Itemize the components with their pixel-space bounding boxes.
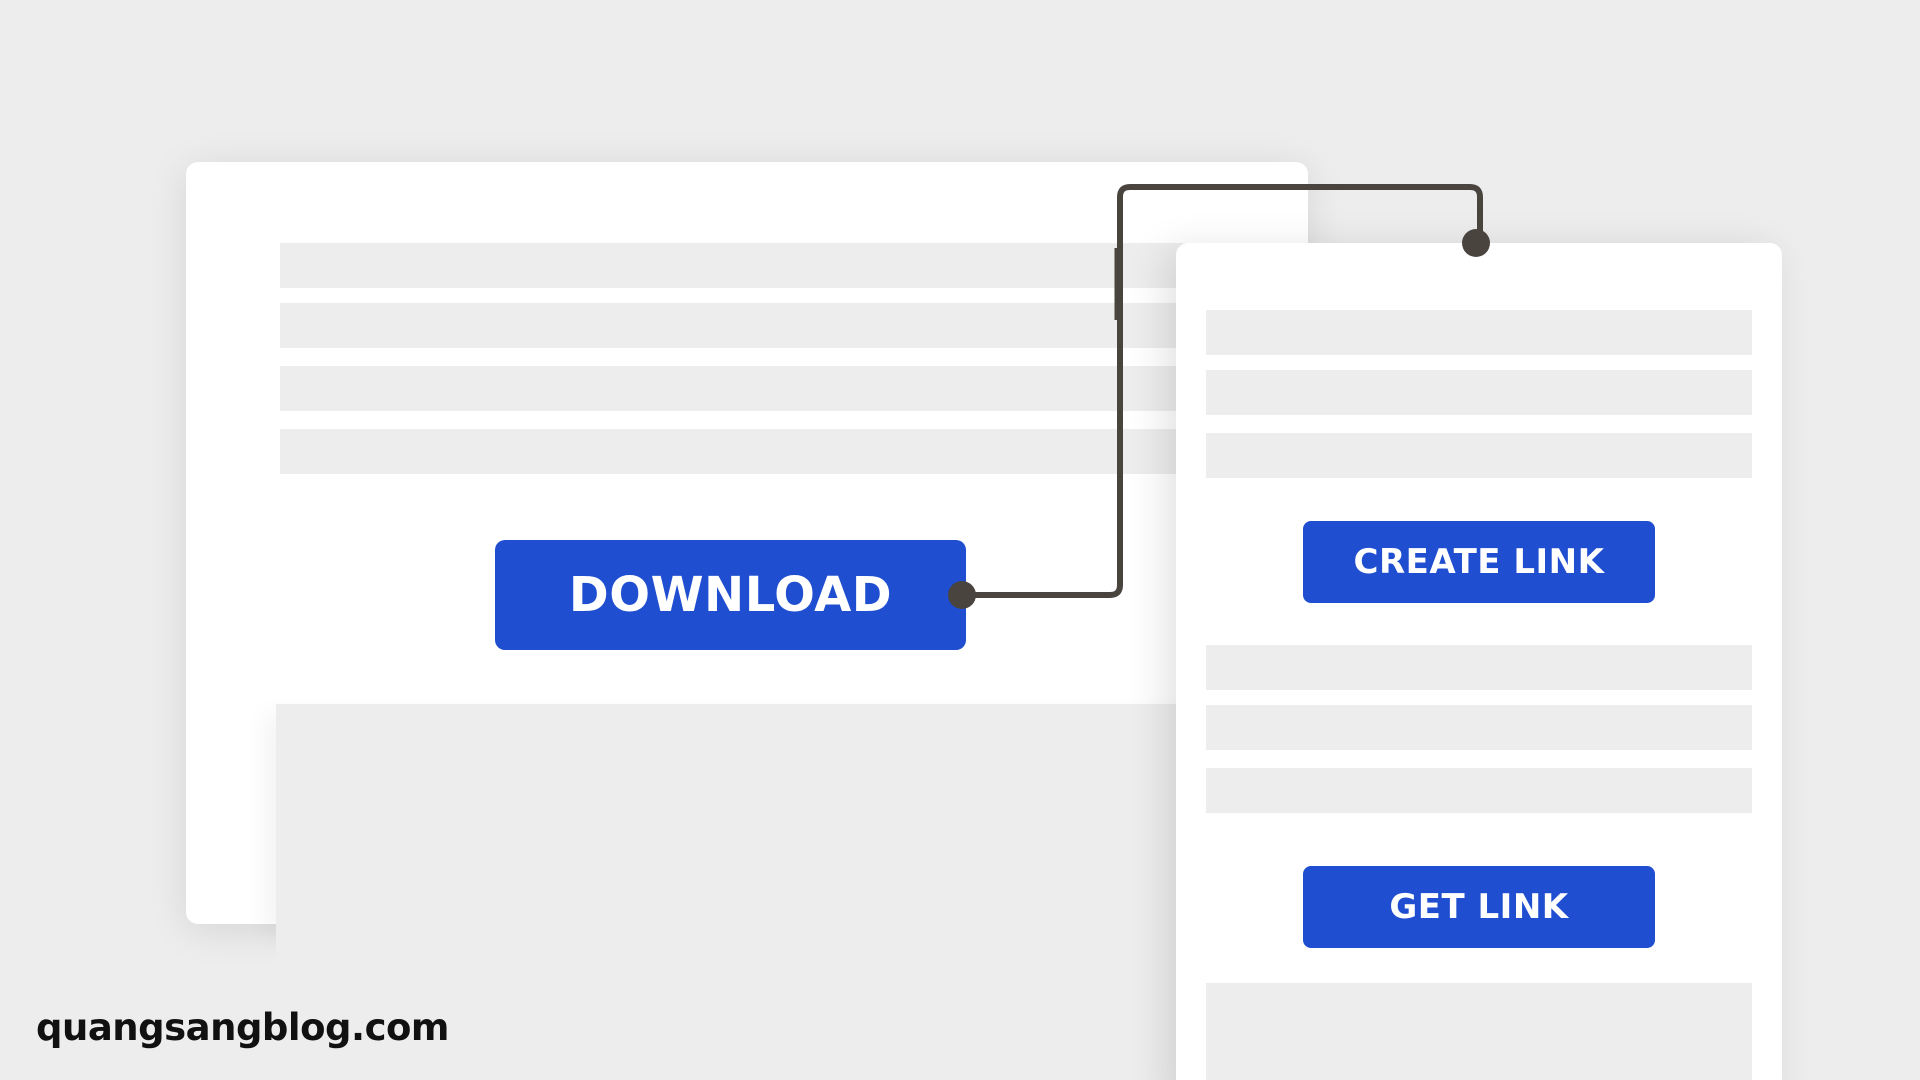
placeholder-line bbox=[1206, 310, 1752, 355]
get-link-button[interactable]: GET LINK bbox=[1303, 866, 1655, 948]
create-link-button[interactable]: CREATE LINK bbox=[1303, 521, 1655, 603]
placeholder-line bbox=[280, 303, 1308, 348]
placeholder-line bbox=[1206, 370, 1752, 415]
create-link-button-label: CREATE LINK bbox=[1353, 542, 1605, 582]
download-button-label: DOWNLOAD bbox=[568, 567, 893, 623]
content-placeholder-block bbox=[1206, 983, 1752, 1080]
get-link-button-label: GET LINK bbox=[1389, 887, 1569, 927]
download-button[interactable]: DOWNLOAD bbox=[495, 540, 966, 650]
placeholder-line bbox=[280, 366, 1308, 411]
brand-text: quangsangblog.com bbox=[36, 1006, 449, 1049]
placeholder-line bbox=[280, 429, 1308, 474]
content-placeholder-block bbox=[276, 704, 1308, 924]
placeholder-line bbox=[1206, 705, 1752, 750]
brand-logo: quangsangblog.com bbox=[36, 1006, 449, 1050]
placeholder-line bbox=[1206, 433, 1752, 478]
link-page-card bbox=[1176, 243, 1782, 1080]
placeholder-line bbox=[1206, 768, 1752, 813]
placeholder-line bbox=[280, 243, 1308, 288]
placeholder-line bbox=[1206, 645, 1752, 690]
content-placeholder-block bbox=[276, 924, 1176, 1080]
